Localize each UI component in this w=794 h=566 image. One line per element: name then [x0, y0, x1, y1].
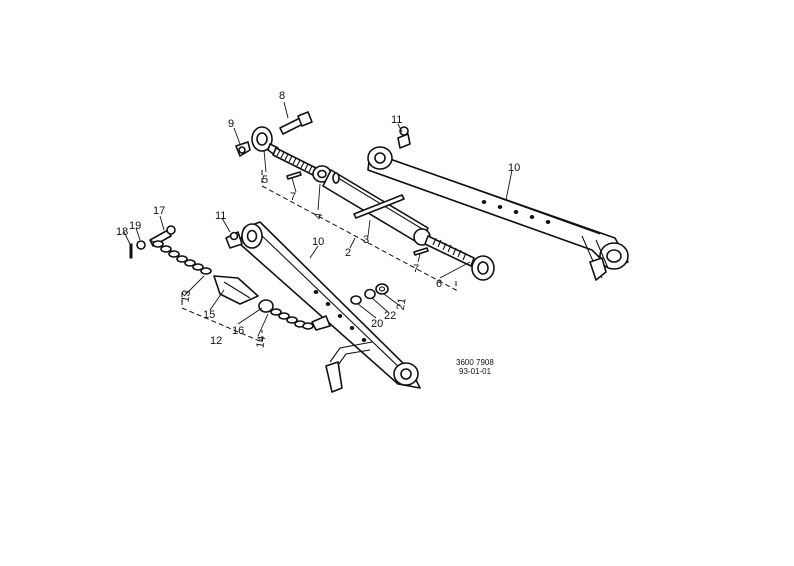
chain-links-right	[270, 308, 314, 330]
callout-18: 18	[116, 226, 128, 238]
callout-7-lower: 7	[413, 263, 419, 275]
callout-11-left: 11	[215, 210, 226, 222]
washer-20	[350, 295, 362, 305]
callout-10-right: 10	[508, 162, 520, 174]
reference-code-line2: 93-01-01	[459, 367, 492, 376]
washer-22	[364, 288, 376, 300]
top-link-bracket	[261, 170, 457, 291]
callout-20: 20	[371, 318, 383, 330]
top-link-assembly	[235, 111, 495, 291]
callout-17: 17	[153, 205, 165, 217]
right-lower-link	[367, 126, 629, 281]
top-link-pin-left	[286, 171, 302, 180]
top-link-left-thread	[272, 147, 317, 176]
callout-4: 4	[312, 212, 325, 220]
callout-9: 9	[228, 118, 234, 130]
top-link-lynch-pin	[235, 141, 251, 157]
callout-2: 2	[345, 247, 351, 259]
top-link-right-ball-end	[471, 255, 495, 281]
callout-8: 8	[279, 90, 285, 102]
leader-lines	[123, 101, 513, 337]
callout-3: 3	[363, 234, 369, 246]
reference-code-line1: 3600 7908	[456, 358, 494, 367]
top-link-right-thread	[424, 235, 475, 267]
callout-21: 21	[395, 297, 409, 311]
top-link-bolt	[279, 111, 313, 135]
top-link-pin-right	[413, 247, 429, 256]
chain-bracket	[181, 292, 263, 343]
nut-21	[375, 283, 389, 295]
chain-links-left	[152, 240, 212, 275]
callout-15: 15	[203, 309, 215, 321]
callout-6: 6	[436, 278, 442, 290]
stabilizer-chain-assembly	[129, 225, 331, 343]
callout-12: 12	[210, 335, 222, 347]
callout-19: 19	[129, 220, 141, 232]
callout-13: 13	[179, 289, 193, 303]
left-lower-link	[225, 221, 421, 393]
top-link-handle	[353, 194, 405, 219]
reference-code: 3600 7908 93-01-01	[456, 358, 494, 376]
top-link-left-ball-end	[251, 126, 279, 157]
callout-labels: 2 3 4 5 6 7 7 8 9 10 10 11 11 12 13 14 1…	[116, 90, 520, 349]
callout-5: 5	[262, 174, 268, 186]
callout-10-left: 10	[312, 236, 324, 248]
callout-14: 14	[254, 335, 268, 349]
callout-16: 16	[232, 325, 244, 337]
callout-22: 22	[384, 310, 396, 322]
callout-11-right: 11	[391, 114, 402, 126]
callout-7-upper: 7	[290, 191, 296, 203]
